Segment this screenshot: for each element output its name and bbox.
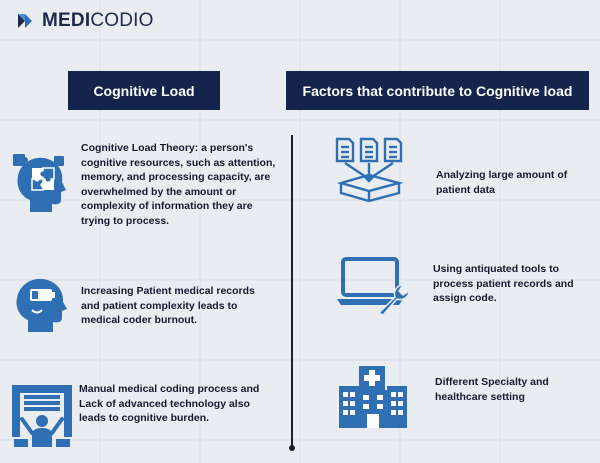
hospital-icon [339,366,407,428]
right-item-1-text: Analyzing large amount of patient data [436,169,568,196]
right-item-3-text: Different Specialty and healthcare setti… [435,376,549,403]
left-item-2-text: Increasing Patient medical records and p… [81,285,255,327]
brand-logo: MEDICODIO [14,9,154,33]
logo-mark-icon [18,14,32,28]
right-column-title: Factors that contribute to Cognitive loa… [286,71,589,110]
left-item-1-text: Cognitive Load Theory: a person's cognit… [81,142,276,227]
stressed-person-icon [12,385,72,447]
laptop-wrench-icon [337,257,410,316]
documents-to-box-icon [335,137,404,203]
divider-end-dot [289,445,295,451]
brand-name: MEDICODIO [42,10,154,31]
left-item-3-text: Manual medical coding process and Lack o… [79,383,260,425]
right-item-2-text: Using antiquated tools to process patien… [433,263,574,305]
low-battery-head-icon [16,278,67,332]
brain-puzzle-head-icon [13,154,66,212]
left-column-title: Cognitive Load [68,71,220,110]
column-divider [291,135,293,448]
